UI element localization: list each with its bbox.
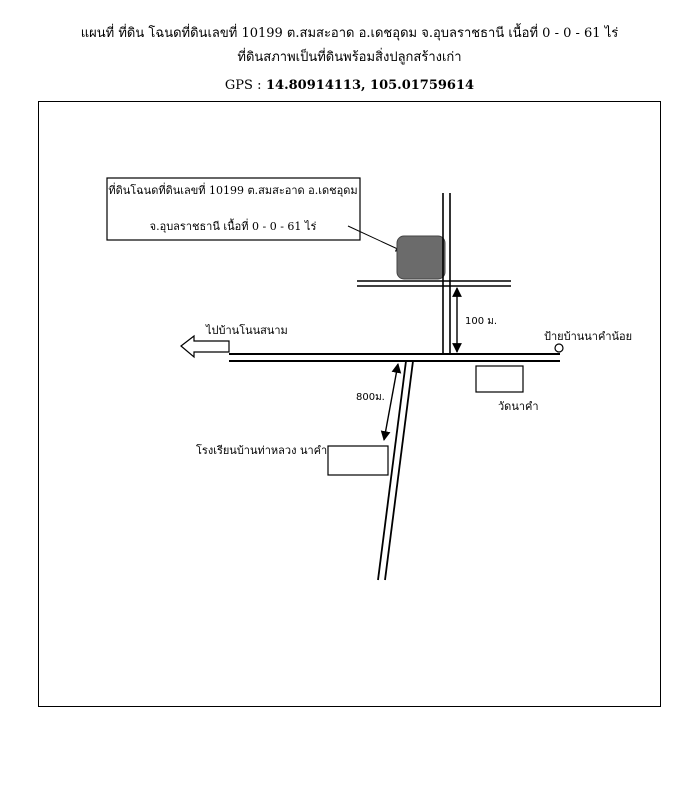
map-subtitle: ที่ดินสภาพเป็นที่ดินพร้อมสิ่งปลูกสร้างเก… bbox=[237, 50, 462, 65]
main-road bbox=[229, 353, 560, 362]
callout-pointer-arrow bbox=[347, 225, 403, 252]
landmark-sign-icon bbox=[554, 343, 564, 353]
direction-label: ไปบ้านโนนสนาม bbox=[205, 323, 288, 337]
gps-coordinates: GPS : 14.80914113, 105.01759614 bbox=[0, 78, 699, 93]
upper-cross-road bbox=[357, 280, 511, 287]
south-road bbox=[377, 360, 414, 581]
side-road-north bbox=[442, 193, 451, 354]
direction-arrow-icon bbox=[180, 334, 230, 359]
distance-arrow-800m bbox=[380, 363, 402, 441]
distance-label-100m: 100 ม. bbox=[465, 316, 497, 327]
callout-line-1: ที่ดินโฉนดที่ดินเลขที่ 10199 ต.สมสะอาด อ… bbox=[108, 182, 357, 197]
school-label: โรงเรียนบ้านท่าหลวง นาคำ bbox=[196, 443, 327, 457]
landmark-sign-label: ป้ายบ้านนาคำน้อย bbox=[544, 330, 632, 343]
map-frame bbox=[38, 101, 661, 707]
distance-label-800m: 800ม. bbox=[356, 392, 385, 403]
gps-label: GPS : bbox=[224, 78, 262, 93]
callout-line-2: จ.อุบลราชธานี เนื้อที่ 0 - 0 - 61 ไร่ bbox=[150, 218, 317, 233]
temple-building bbox=[475, 365, 524, 393]
map-title: แผนที่ ที่ดิน โฉนดที่ดินเลขที่ 10199 ต.ส… bbox=[80, 26, 619, 41]
gps-value: 14.80914113, 105.01759614 bbox=[266, 78, 475, 93]
school-building bbox=[327, 445, 389, 476]
temple-label: วัดนาคำ bbox=[498, 400, 539, 413]
callout-box bbox=[106, 177, 361, 241]
land-plot-marker bbox=[396, 235, 446, 280]
